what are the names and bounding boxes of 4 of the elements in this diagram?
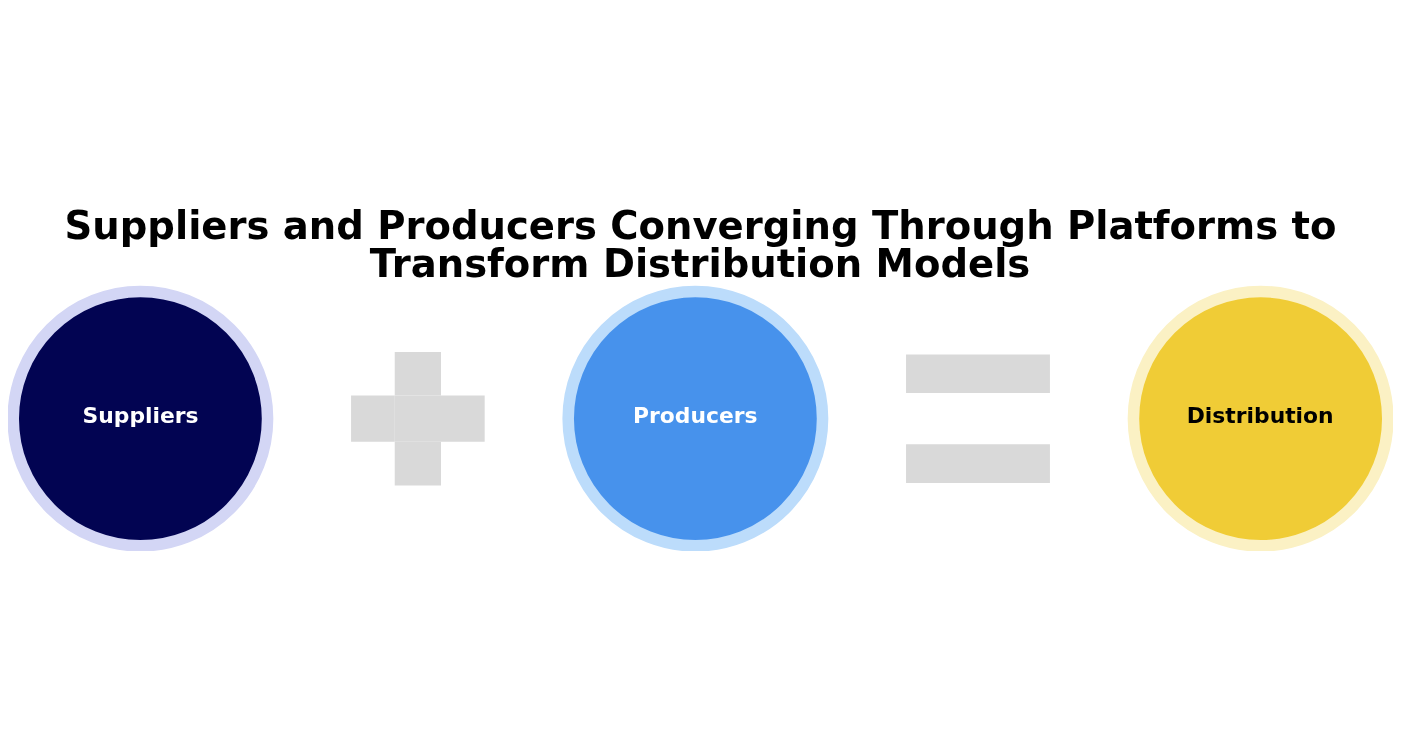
node-circle: Distribution	[1127, 285, 1393, 551]
diagram-title: Suppliers and Producers Converging Through Platforms to Transform Distribution Models	[64, 202, 1337, 287]
node-circle: Suppliers	[8, 285, 274, 551]
node-circle: Producers	[562, 285, 829, 551]
